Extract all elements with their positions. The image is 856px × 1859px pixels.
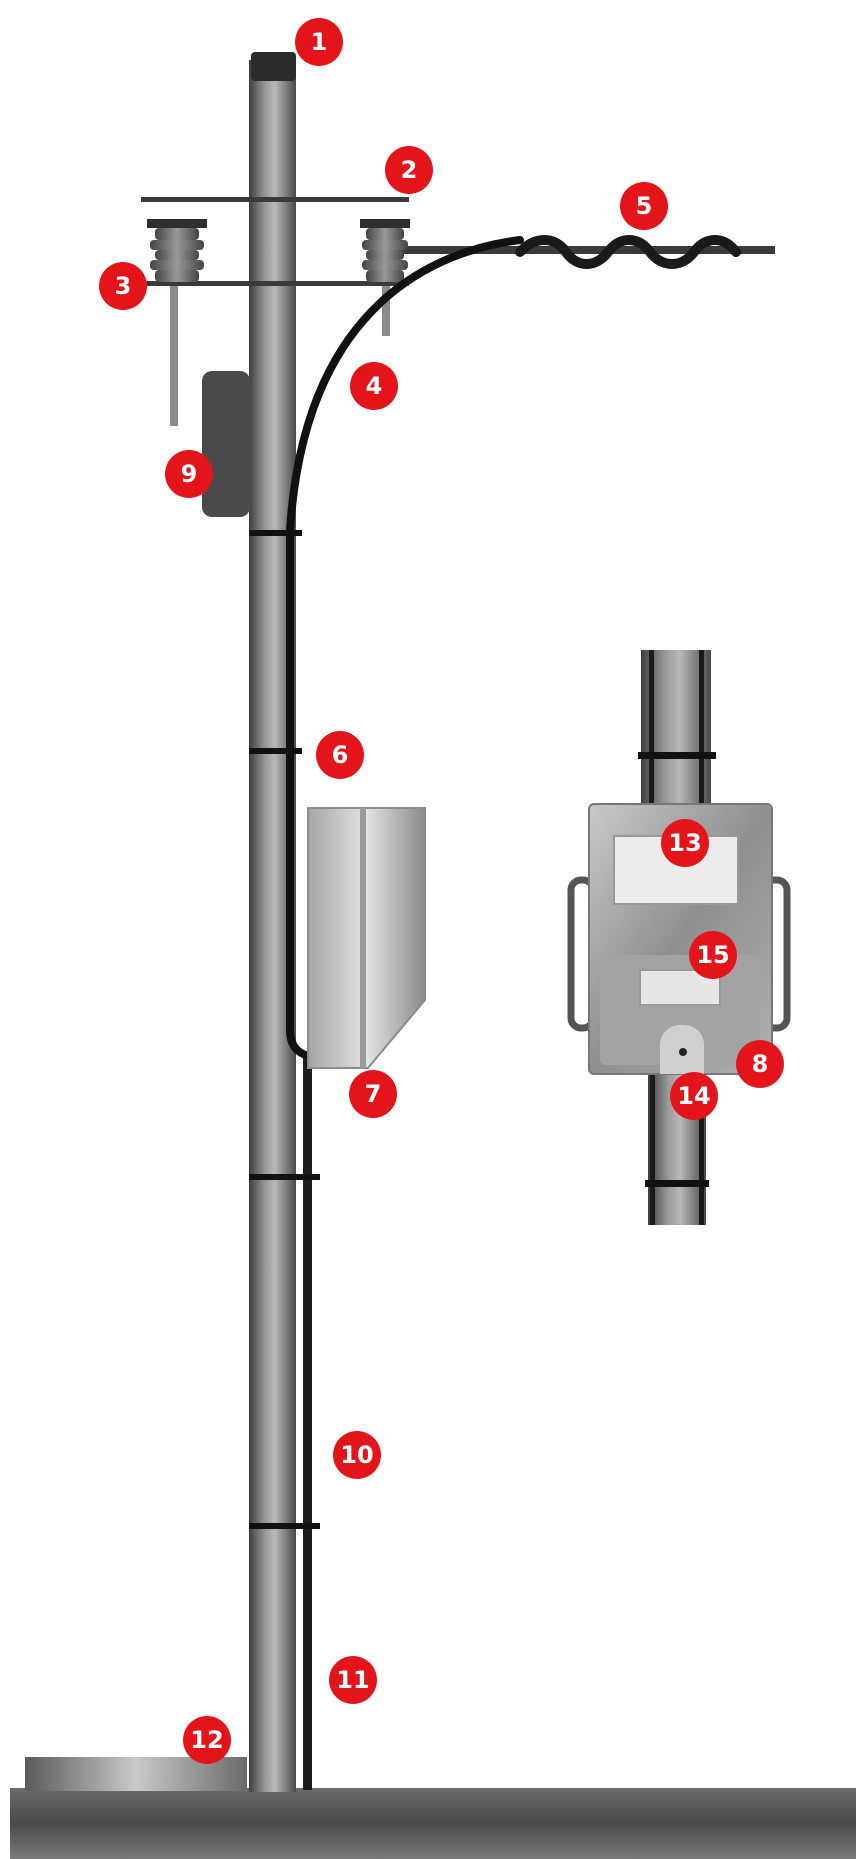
inset-pole-band xyxy=(645,1180,709,1187)
meter-inset xyxy=(567,650,791,1225)
callout-14-label: 14 xyxy=(677,1082,710,1110)
pole-band xyxy=(249,748,302,754)
callout-9-label: 9 xyxy=(181,460,198,488)
callout-5: 5 xyxy=(620,182,668,230)
top-bracket-bar xyxy=(141,197,409,202)
ground-strip xyxy=(10,1788,856,1859)
callout-7: 7 xyxy=(349,1070,397,1118)
callout-12-label: 12 xyxy=(190,1726,223,1754)
clamp-box xyxy=(202,371,250,517)
callout-7-label: 7 xyxy=(365,1080,382,1108)
callout-3: 3 xyxy=(99,262,147,310)
callout-2-label: 2 xyxy=(401,156,418,184)
callout-11: 11 xyxy=(329,1656,377,1704)
callout-13: 13 xyxy=(661,819,709,867)
meter-seal-hole xyxy=(679,1048,687,1056)
callout-1-label: 1 xyxy=(311,28,328,56)
distribution-box xyxy=(307,807,426,1069)
callout-11-label: 11 xyxy=(336,1666,369,1694)
callout-8: 8 xyxy=(736,1040,784,1088)
pole-band xyxy=(249,1174,320,1180)
distribution-box-seam xyxy=(360,808,366,1068)
callout-3-label: 3 xyxy=(115,272,132,300)
callout-15-label: 15 xyxy=(696,941,729,969)
callout-9: 9 xyxy=(165,450,213,498)
callout-1: 1 xyxy=(295,18,343,66)
callout-14: 14 xyxy=(670,1072,718,1120)
callout-6: 6 xyxy=(316,731,364,779)
insulator-right xyxy=(360,219,410,336)
callout-8-label: 8 xyxy=(752,1050,769,1078)
callout-6-label: 6 xyxy=(332,741,349,769)
callout-10-label: 10 xyxy=(340,1441,373,1469)
twisted-line-cable xyxy=(515,235,741,269)
callout-12: 12 xyxy=(183,1716,231,1764)
lower-bracket-bar xyxy=(141,281,409,286)
pole-band xyxy=(249,1523,320,1529)
callout-2: 2 xyxy=(385,146,433,194)
pole-band xyxy=(249,530,302,536)
callout-5-label: 5 xyxy=(636,192,653,220)
pole-cap xyxy=(251,52,296,81)
callout-4: 4 xyxy=(350,362,398,410)
callout-15: 15 xyxy=(689,931,737,979)
cross-arm xyxy=(384,246,775,254)
callout-13-label: 13 xyxy=(668,829,701,857)
down-conductor xyxy=(303,1058,312,1790)
service-drop-cable xyxy=(286,236,524,1062)
callout-10: 10 xyxy=(333,1431,381,1479)
callout-4-label: 4 xyxy=(366,372,383,400)
inset-pole-band xyxy=(638,752,716,759)
insulator-left xyxy=(147,219,207,426)
